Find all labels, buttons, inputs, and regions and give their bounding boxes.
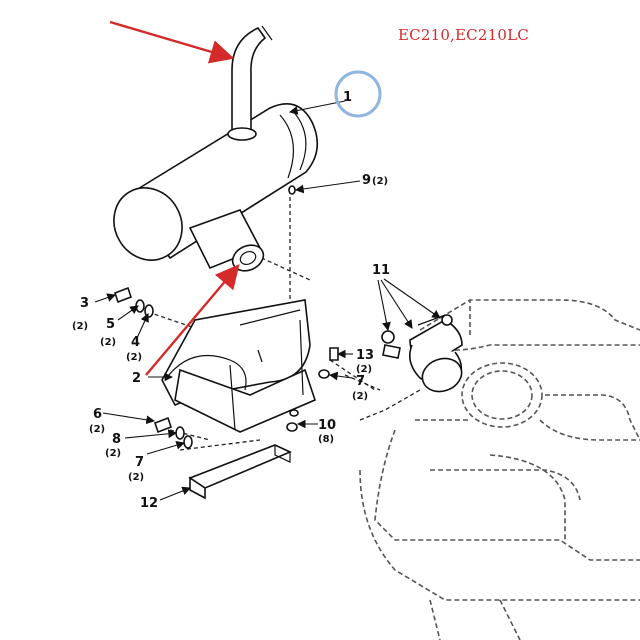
callout-3-number: 3 [80, 296, 89, 311]
highlight-circle [334, 70, 382, 118]
callout-8-qty: (2) [105, 448, 121, 459]
callout-12-number: 12 [140, 496, 158, 511]
annotation-arrow-outlet [145, 264, 240, 376]
callout-3-qty: (2) [72, 321, 88, 332]
muffler-bracket [161, 299, 316, 433]
callout-2-number: 2 [132, 371, 141, 386]
callout-7-lower-number: 7 [135, 455, 144, 470]
annotation-arrow-pipe [109, 20, 235, 64]
callout-1-number: 1 [343, 90, 352, 105]
callout-13-qty: (2) [356, 364, 372, 375]
annotation-arrows [109, 20, 240, 376]
callout-8-number: 8 [112, 432, 121, 447]
callout-4-qty: (2) [126, 352, 142, 363]
leader-lines [94, 100, 441, 501]
callout-9-number: 9 [362, 173, 371, 188]
callout-6-number: 6 [93, 407, 102, 422]
muffler [113, 25, 319, 272]
callout-10-qty: (8) [318, 434, 334, 445]
callout-11-number: 11 [372, 263, 390, 278]
clamp [381, 314, 463, 393]
callout-6-qty: (2) [89, 424, 105, 435]
callouts: 1 9 (2) 3 (2) 5 (2) 4 (2) 2 6 (2) 8 (2) … [72, 90, 390, 511]
callout-10-number: 10 [318, 418, 336, 433]
plate [188, 444, 292, 500]
callout-5-qty: (2) [100, 337, 116, 348]
model-label: EC210,EC210LC [398, 26, 529, 44]
callout-9-qty: (2) [372, 176, 388, 187]
callout-5-number: 5 [106, 317, 115, 332]
callout-13-number: 13 [356, 348, 374, 363]
callout-7-upper-number: 7 [356, 374, 365, 389]
hardware [113, 185, 339, 449]
callout-7-upper-qty: (2) [352, 391, 368, 402]
callout-4-number: 4 [131, 335, 140, 350]
engine-frame-outline [359, 299, 640, 640]
callout-7-lower-qty: (2) [128, 472, 144, 483]
